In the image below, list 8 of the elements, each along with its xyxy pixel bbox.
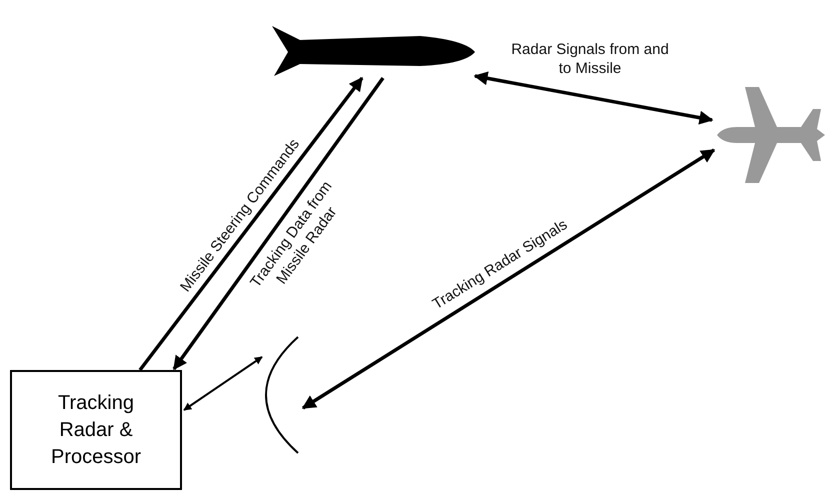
airplane-icon xyxy=(715,85,827,185)
process-box: Tracking Radar & Processor xyxy=(10,370,182,490)
edge-label: Radar Signals from and to Missile xyxy=(510,40,670,78)
arrow xyxy=(183,356,263,411)
arrow xyxy=(474,71,714,125)
arrow xyxy=(302,148,716,410)
arrow xyxy=(138,76,364,372)
arrow xyxy=(172,76,384,370)
